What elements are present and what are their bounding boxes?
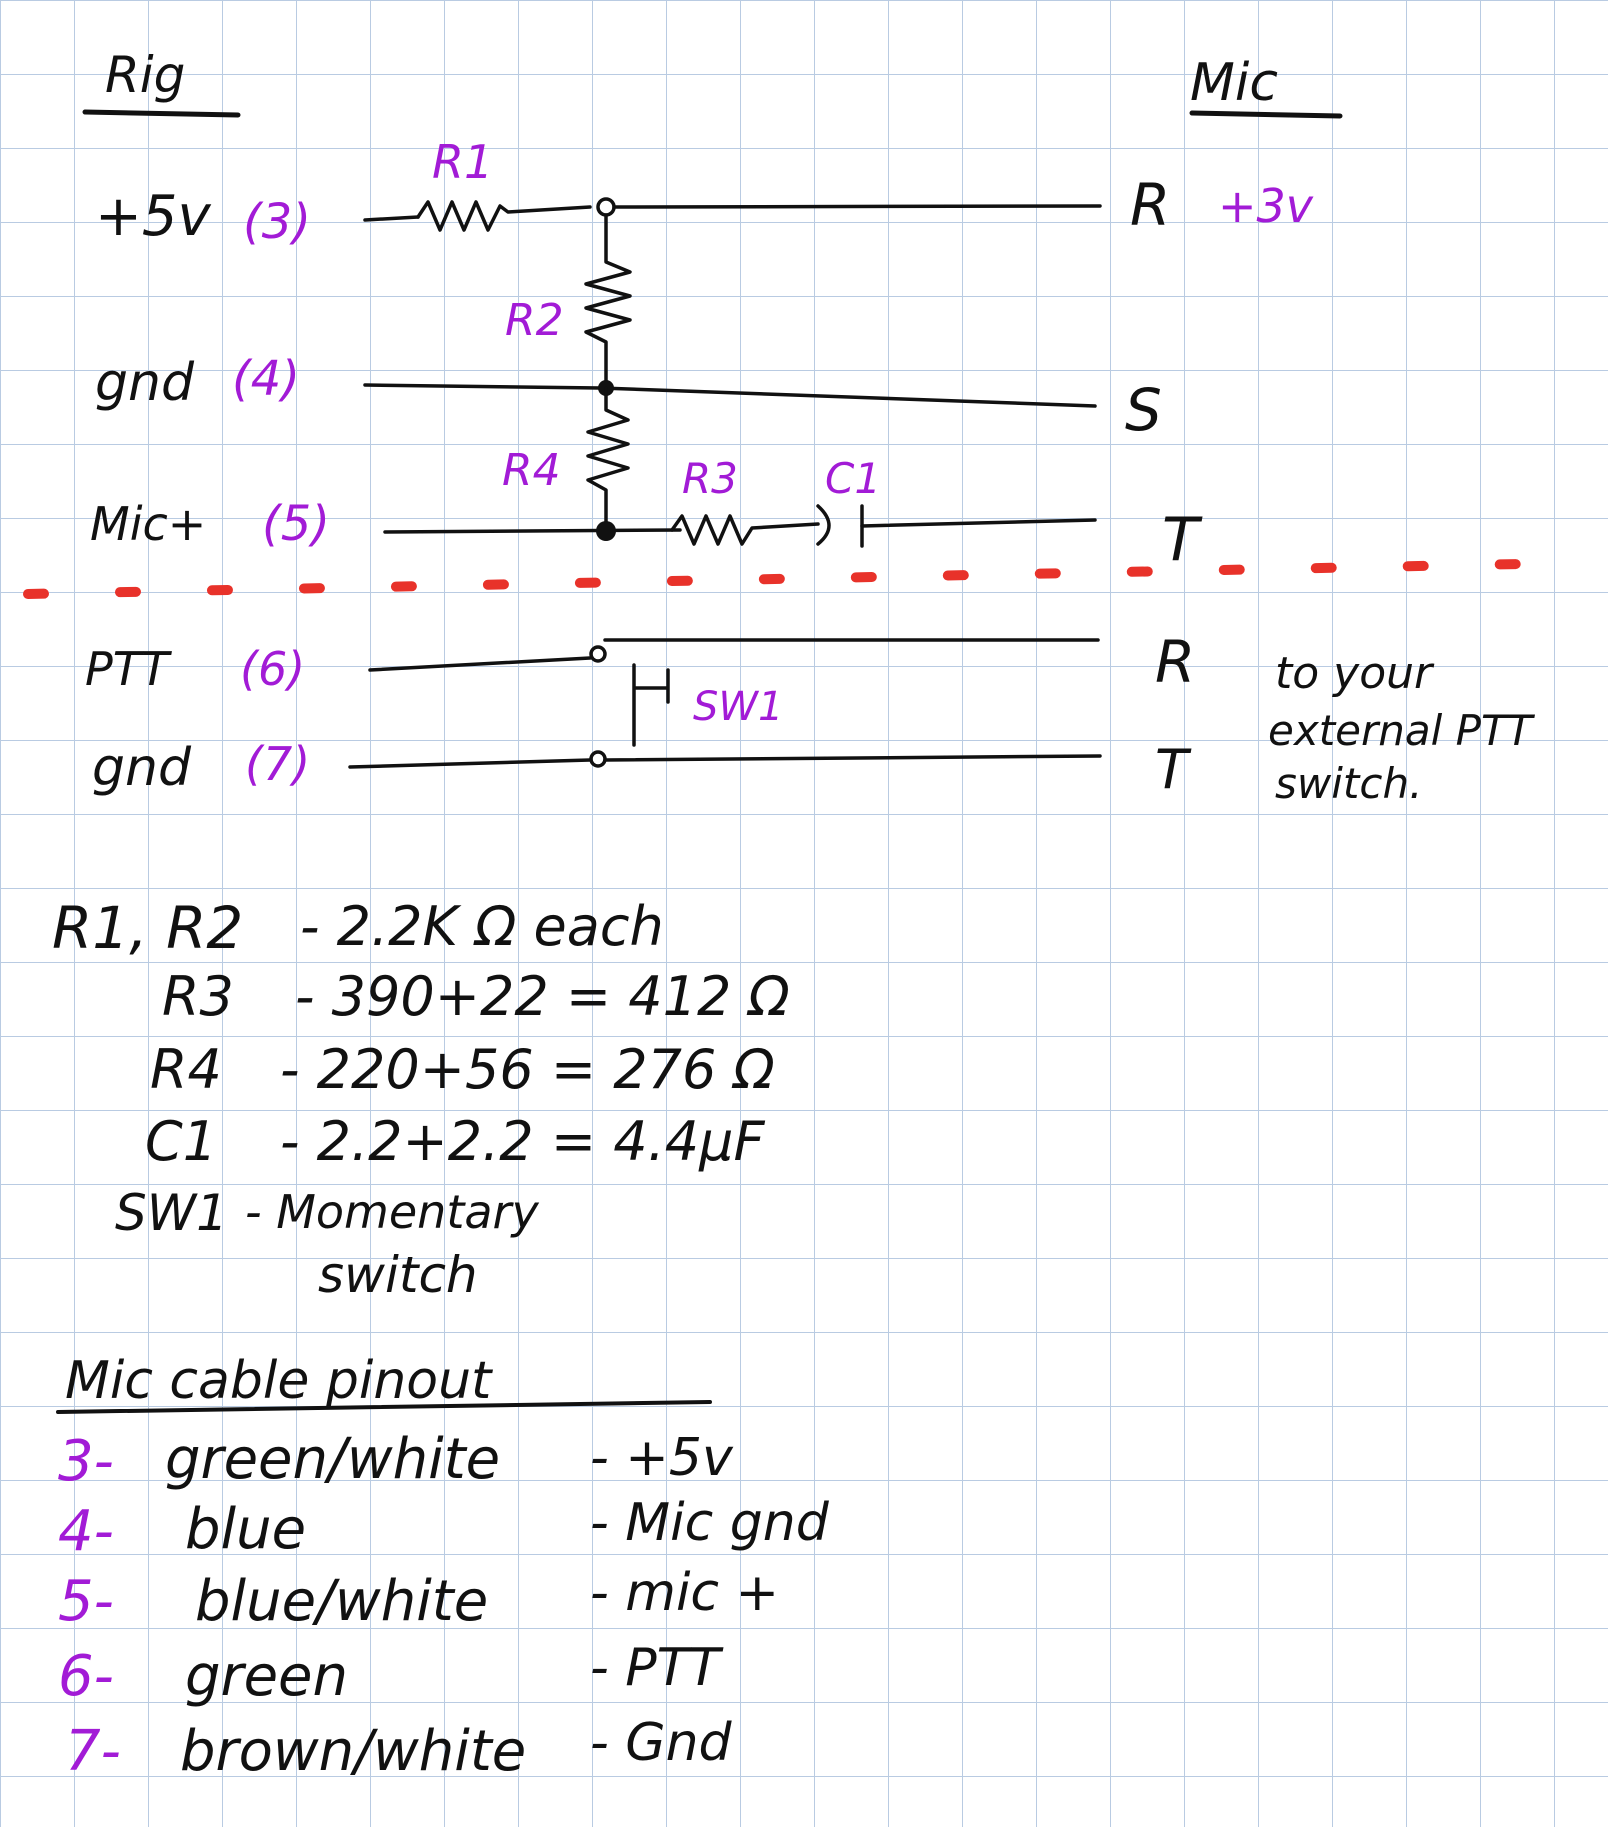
wire-mic-ring <box>612 204 1102 209</box>
resistor-r3-symbol <box>670 514 820 546</box>
pinout-table: Mic cable pinout 3- green/white - +5v 4-… <box>56 1351 830 1784</box>
switch-sw1-label: SW1 <box>693 684 783 730</box>
parts-value-r1r2: - 2.2K Ω each <box>300 895 664 958</box>
ptt-note-line-2: external PTT <box>1268 706 1536 755</box>
capacitor-c1-symbol <box>816 504 864 548</box>
rig-pin-number-5: (5) <box>262 496 330 552</box>
pinout-title: Mic cable pinout <box>65 1351 493 1411</box>
wire-gnd-7 <box>348 758 592 769</box>
resistor-r2-symbol <box>584 213 632 387</box>
mic-terminal-t-1: T <box>1162 505 1203 575</box>
pinout-pin-4: 4- <box>58 1499 114 1564</box>
rig-pin-label-ptt: PTT <box>85 642 173 696</box>
ptt-note-line-3: switch. <box>1275 759 1422 808</box>
switch-sw1-symbol <box>632 663 670 747</box>
parts-value-sw1-extra: switch <box>318 1246 478 1304</box>
pinout-color-7: brown/white <box>180 1719 526 1784</box>
pinout-title-underline <box>56 1400 712 1414</box>
parts-value-r4: - 220+56 = 276 Ω <box>280 1038 775 1101</box>
resistor-r2-label: R2 <box>505 295 564 346</box>
parts-name-r4: R4 <box>150 1038 222 1101</box>
mic-header-underline <box>1189 110 1343 119</box>
wire-mic-plus <box>383 528 682 534</box>
pinout-signal-3: - +5v <box>590 1428 734 1488</box>
rig-pin-number-6: (6) <box>240 642 305 696</box>
rig-header-underline <box>82 109 241 118</box>
pinout-pin-6: 6- <box>58 1644 114 1709</box>
pinout-pin-3: 3- <box>58 1429 114 1494</box>
junction-node-top <box>596 197 616 217</box>
rig-pin-number-4: (4) <box>232 351 300 407</box>
mic-header: Mic <box>1190 53 1278 113</box>
gnd-7-node <box>589 750 607 768</box>
mic-terminal-r-2: R <box>1155 628 1195 696</box>
resistor-r4-symbol <box>586 386 630 532</box>
resistor-r4-label: R4 <box>502 445 561 496</box>
ptt-note-line-1: to your <box>1275 648 1435 699</box>
pinout-color-5: blue/white <box>195 1569 488 1634</box>
rig-pin-label-gnd: gnd <box>95 353 195 413</box>
rig-pin-label-mic-plus: Mic+ <box>90 497 206 551</box>
junction-node-mic <box>596 521 616 541</box>
pinout-color-3: green/white <box>165 1427 500 1492</box>
rig-header: Rig <box>105 46 185 104</box>
mic-terminal-s: S <box>1125 376 1162 444</box>
rig-pin-label-5v: +5v <box>95 184 212 249</box>
pinout-signal-7: - Gnd <box>590 1713 733 1773</box>
pinout-signal-4: - Mic gnd <box>590 1493 830 1553</box>
wire-mic-tip <box>860 518 1097 528</box>
parts-name-r3: R3 <box>162 965 234 1028</box>
pinout-signal-6: - PTT <box>590 1638 724 1698</box>
pinout-pin-5: 5- <box>58 1569 114 1634</box>
parts-name-sw1: SW1 <box>115 1184 228 1242</box>
wire-gnd-4 <box>363 383 1097 408</box>
pinout-pin-7: 7- <box>65 1719 121 1784</box>
wire-5v-lead <box>363 215 420 222</box>
parts-name-r1r2: R1, R2 <box>52 894 243 962</box>
mic-terminal-r-1: R <box>1130 171 1170 239</box>
parts-name-c1: C1 <box>145 1110 217 1173</box>
capacitor-c1-label: C1 <box>825 454 881 503</box>
parts-value-sw1: - Momentary <box>245 1185 539 1239</box>
pinout-color-6: green <box>185 1644 348 1709</box>
mic-voltage-label: +3v <box>1218 179 1314 233</box>
parts-value-c1: - 2.2+2.2 = 4.4μF <box>280 1110 765 1173</box>
connector-divider-dashed <box>23 559 1525 599</box>
rig-pin-number-3: (3) <box>243 194 311 250</box>
resistor-r1-label: R1 <box>432 135 493 189</box>
pinout-color-4: blue <box>185 1497 306 1562</box>
mic-terminal-t-2: T <box>1155 738 1192 801</box>
pinout-signal-5: - mic + <box>590 1563 779 1623</box>
resistor-r3-label: R3 <box>682 454 738 503</box>
wire-mic-tip-ptt <box>603 754 1102 762</box>
rig-pin-label-gnd-7: gnd <box>92 738 192 798</box>
rig-pin-number-7: (7) <box>245 737 310 791</box>
resistor-r1-symbol <box>416 200 592 232</box>
parts-list: R1, R2 - 2.2K Ω each R3 - 390+22 = 412 Ω… <box>52 894 790 1304</box>
parts-value-r3: - 390+22 = 412 Ω <box>295 965 790 1028</box>
wire-ptt <box>368 656 592 672</box>
ptt-node <box>589 645 607 663</box>
